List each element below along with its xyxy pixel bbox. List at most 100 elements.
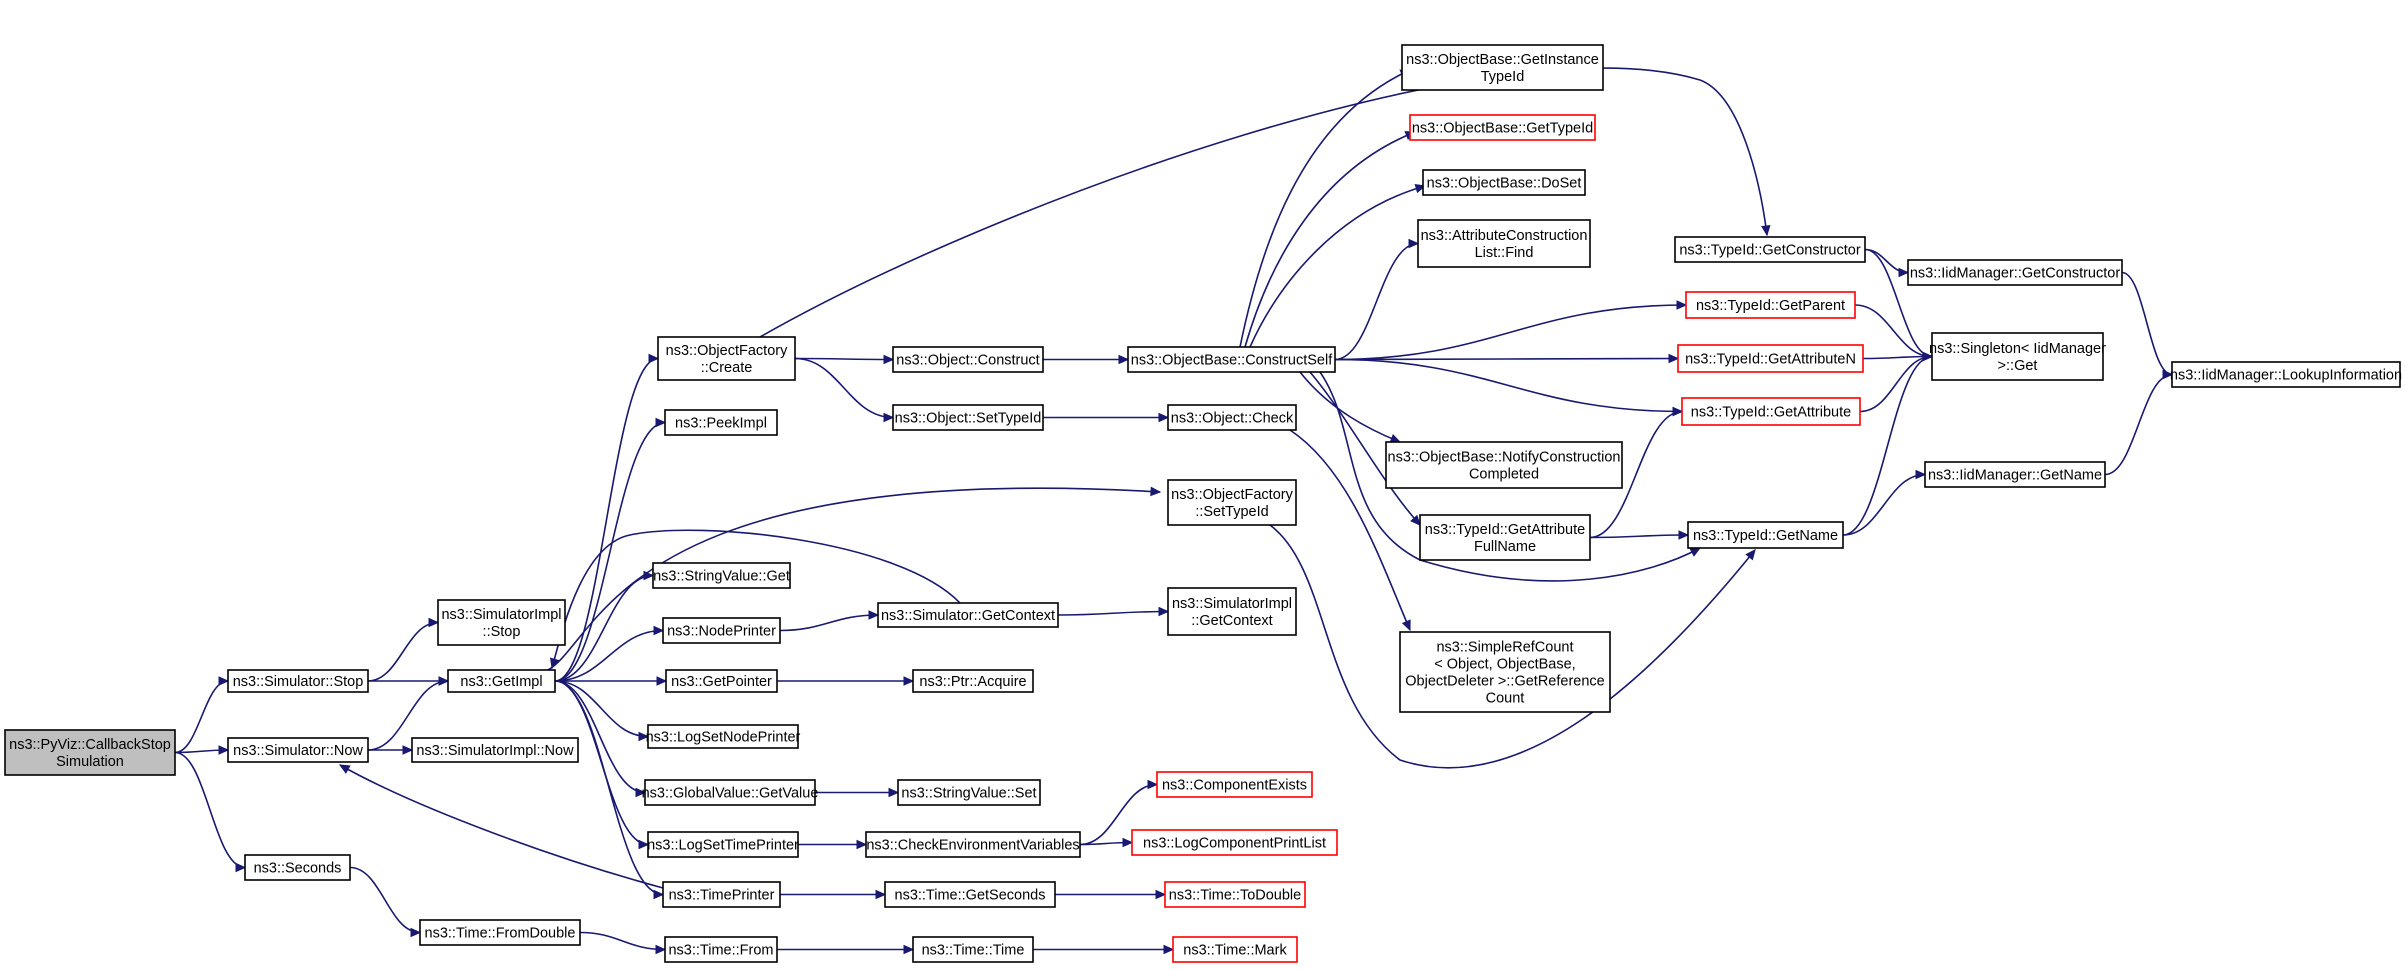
node-logsetnodeprinter[interactable]: ns3::LogSetNodePrinter	[646, 724, 801, 749]
node-object-construct[interactable]: ns3::Object::Construct	[892, 346, 1044, 373]
node-typeid-getparent[interactable]: ns3::TypeId::GetParent	[1685, 291, 1856, 319]
node-time-fromdouble[interactable]: ns3::Time::FromDouble	[419, 919, 581, 946]
edge-arrowhead	[655, 944, 667, 955]
node-checkenv[interactable]: ns3::CheckEnvironmentVariables	[865, 831, 1081, 858]
node-label: ns3::Simulator::Now	[233, 743, 363, 759]
edge-arrowhead	[1410, 514, 1421, 526]
edge-arrowhead	[656, 676, 668, 686]
node-iidmanager-getconstructor[interactable]: ns3::IidManager::GetConstructor	[1907, 259, 2123, 286]
node-time-getseconds[interactable]: ns3::Time::GetSeconds	[884, 881, 1056, 908]
node-ob-notifyconstructioncompleted[interactable]: ns3::ObjectBase::NotifyConstructionCompl…	[1385, 441, 1623, 489]
node-iidmanager-getname[interactable]: ns3::IidManager::GetName	[1924, 461, 2106, 488]
node-ob-doset[interactable]: ns3::ObjectBase::DoSet	[1422, 169, 1586, 196]
edge-root-to-sim_stop	[174, 680, 229, 754]
edge-arrowhead	[883, 412, 895, 423]
node-singleton-get[interactable]: ns3::Singleton< IidManager>::Get	[1929, 332, 2106, 381]
edge-arrowhead	[1408, 238, 1420, 249]
edge-arrowhead	[648, 353, 660, 364]
node-label: ns3::Ptr::Acquire	[919, 674, 1026, 690]
edge-arrowhead	[550, 657, 560, 670]
edge-typeid_getname-to-iidmanager_getname	[1842, 473, 1926, 536]
node-box	[411, 737, 579, 763]
node-time-mark[interactable]: ns3::Time::Mark	[1172, 936, 1298, 963]
node-box	[647, 831, 799, 858]
node-logcomponentprintlist[interactable]: ns3::LogComponentPrintList	[1131, 829, 1338, 856]
node-typeid-getattributen[interactable]: ns3::TypeId::GetAttributeN	[1677, 344, 1864, 373]
edge-arrowhead	[643, 570, 655, 581]
node-box	[4, 729, 176, 776]
node-time-from[interactable]: ns3::Time::From	[664, 936, 778, 963]
node-getimpl[interactable]: ns3::GetImpl	[447, 669, 556, 693]
node-label: ns3::ObjectBase::ConstructSelf	[1131, 353, 1333, 369]
node-box	[1409, 114, 1596, 141]
edge-sim_getcontext-to-getimpl	[551, 529, 961, 669]
node-ob-gettypeid[interactable]: ns3::ObjectBase::GetTypeId	[1409, 114, 1596, 141]
edge-arrowhead	[1676, 300, 1688, 310]
node-simimpl-stop[interactable]: ns3::SimulatorImpl::Stop	[437, 599, 566, 646]
node-componentexists[interactable]: ns3::ComponentExists	[1156, 771, 1313, 798]
node-ob-constructself[interactable]: ns3::ObjectBase::ConstructSelf	[1127, 346, 1336, 373]
node-box	[1131, 829, 1338, 856]
node-sim-now[interactable]: ns3::Simulator::Now	[227, 737, 369, 763]
edge-ob_constructself-to-typeid_getattributen	[1334, 357, 1679, 361]
edge-getimpl-to-nodeprinter	[554, 629, 664, 682]
node-iidmanager-lookupinformation[interactable]: ns3::IidManager::LookupInformation	[2170, 361, 2402, 388]
node-simplerefcount[interactable]: ns3::SimpleRefCount< Object, ObjectBase,…	[1399, 631, 1611, 713]
edge-arrowhead	[1761, 224, 1771, 237]
node-logsettimeprinter[interactable]: ns3::LogSetTimePrinter	[647, 831, 799, 858]
edge-arrowhead	[338, 764, 351, 774]
node-box	[664, 409, 778, 436]
edge-typeid_getattribute-to-singleton_get	[1859, 355, 1933, 413]
node-typeid-getattribute[interactable]: ns3::TypeId::GetAttribute	[1681, 397, 1861, 426]
node-globalvalue-getvalue[interactable]: ns3::GlobalValue::GetValue	[642, 779, 819, 806]
node-box	[1417, 219, 1591, 268]
edge-arrowhead	[635, 787, 647, 798]
node-label: ns3::TypeId::GetConstructor	[1679, 243, 1861, 259]
node-object-settypeid[interactable]: ns3::Object::SetTypeId	[892, 404, 1044, 431]
node-getpointer[interactable]: ns3::GetPointer	[665, 669, 778, 693]
node-timeprinter[interactable]: ns3::TimePrinter	[662, 881, 781, 908]
node-box	[1907, 259, 2123, 286]
node-label: ::GetContext	[1191, 613, 1272, 629]
edge-typeid_getattributefullname-to-typeid_getname	[1589, 534, 1689, 539]
edge-ob_constructself-to-ob_notifyconstructioncompleted	[1299, 371, 1401, 443]
edge-arrowhead	[1922, 351, 1934, 362]
node-typeid-getconstructor[interactable]: ns3::TypeId::GetConstructor	[1674, 236, 1866, 263]
node-box	[892, 404, 1044, 431]
node-typeid-getname[interactable]: ns3::TypeId::GetName	[1687, 521, 1844, 549]
edge-arrowhead	[653, 625, 665, 636]
edge-ob_constructself-to-typeid_getattribute	[1334, 358, 1683, 413]
node-stringvalue-set[interactable]: ns3::StringValue::Set	[897, 779, 1041, 806]
edge-arrowhead	[438, 676, 450, 686]
edge-arrowhead	[903, 944, 915, 955]
edge-sim_getcontext-to-simimpl_getcontext	[1057, 610, 1169, 616]
edge-arrowhead	[1155, 889, 1167, 900]
node-ptr-acquire[interactable]: ns3::Ptr::Acquire	[912, 669, 1034, 693]
node-time-time[interactable]: ns3::Time::Time	[912, 936, 1034, 963]
node-nodeprinter[interactable]: ns3::NodePrinter	[662, 617, 781, 644]
node-time-todouble[interactable]: ns3::Time::ToDouble	[1164, 881, 1306, 908]
node-simimpl-now[interactable]: ns3::SimulatorImpl::Now	[411, 737, 579, 763]
node-label: ::Stop	[483, 624, 521, 640]
node-simimpl-getcontext[interactable]: ns3::SimulatorImpl::GetContext	[1167, 587, 1297, 636]
edge-getimpl-to-stringvalue_get	[554, 574, 654, 682]
node-of-settypeid[interactable]: ns3::ObjectFactory::SetTypeId	[1167, 479, 1297, 526]
node-seconds[interactable]: ns3::Seconds	[244, 854, 351, 881]
node-peekimpl[interactable]: ns3::PeekImpl	[664, 409, 778, 436]
edge-object_check-to-simplerefcount	[1289, 429, 1411, 631]
node-sim-stop[interactable]: ns3::Simulator::Stop	[227, 669, 369, 693]
edge-arrowhead	[1158, 412, 1170, 423]
node-of-create[interactable]: ns3::ObjectFactory::Create	[657, 336, 796, 381]
node-object-check[interactable]: ns3::Object::Check	[1167, 404, 1297, 431]
node-label: ns3::ObjectBase::DoSet	[1427, 176, 1582, 192]
node-stringvalue-get[interactable]: ns3::StringValue::Get	[652, 562, 791, 589]
node-label: ns3::StringValue::Set	[901, 786, 1036, 802]
node-label: ns3::PyViz::CallbackStop	[9, 737, 171, 753]
edge-ob_constructself-to-typeid_getattributefullname	[1309, 371, 1421, 526]
node-label: ns3::NodePrinter	[667, 624, 776, 640]
node-sim-getcontext[interactable]: ns3::Simulator::GetContext	[877, 602, 1059, 628]
